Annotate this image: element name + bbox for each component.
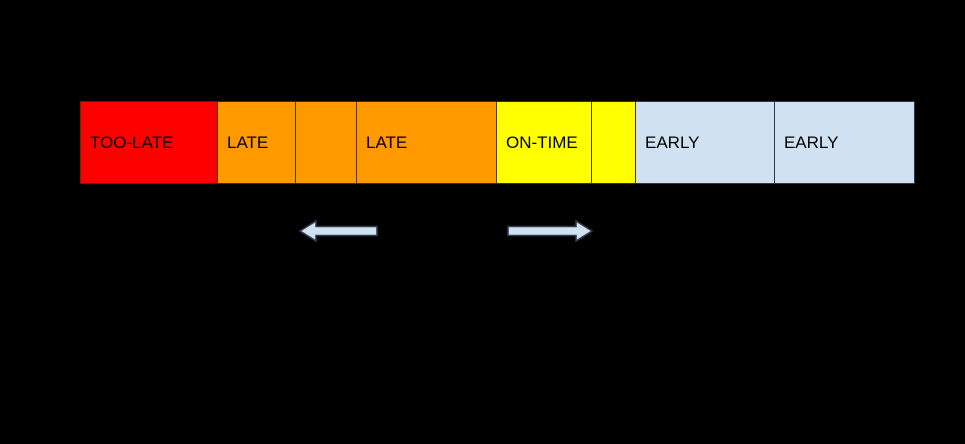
timeline-segment-on-time-4: ON-TIME xyxy=(496,101,592,184)
timeline-segment-early-6: EARLY xyxy=(635,101,775,184)
arrow-left-backward-icon xyxy=(299,218,378,244)
timeline-segment-late-1: LATE xyxy=(218,101,296,184)
timeline-segment-too-late-0: TOO-LATE xyxy=(80,101,218,184)
timeline-segment-early-7: EARLY xyxy=(774,101,915,184)
arrow-right-forward-icon xyxy=(507,218,593,244)
timeline-segment-label: TOO-LATE xyxy=(90,133,174,152)
timeline-segment-late-3: LATE xyxy=(357,101,497,184)
timeline-segment-label: EARLY xyxy=(783,133,839,152)
timeline-segment-label: LATE xyxy=(366,133,408,152)
timeline-segment-on-time-5 xyxy=(591,101,636,184)
timeline-segment-label: LATE xyxy=(227,133,269,152)
timeline-segment-late-2 xyxy=(296,101,357,184)
delivery-punctuality-timeline: TOO-LATE LATE LATE ON-TIME EARLY EARLY xyxy=(80,101,915,184)
timeline-segment-label: ON-TIME xyxy=(505,133,578,152)
timeline-segment-label: EARLY xyxy=(644,133,700,152)
